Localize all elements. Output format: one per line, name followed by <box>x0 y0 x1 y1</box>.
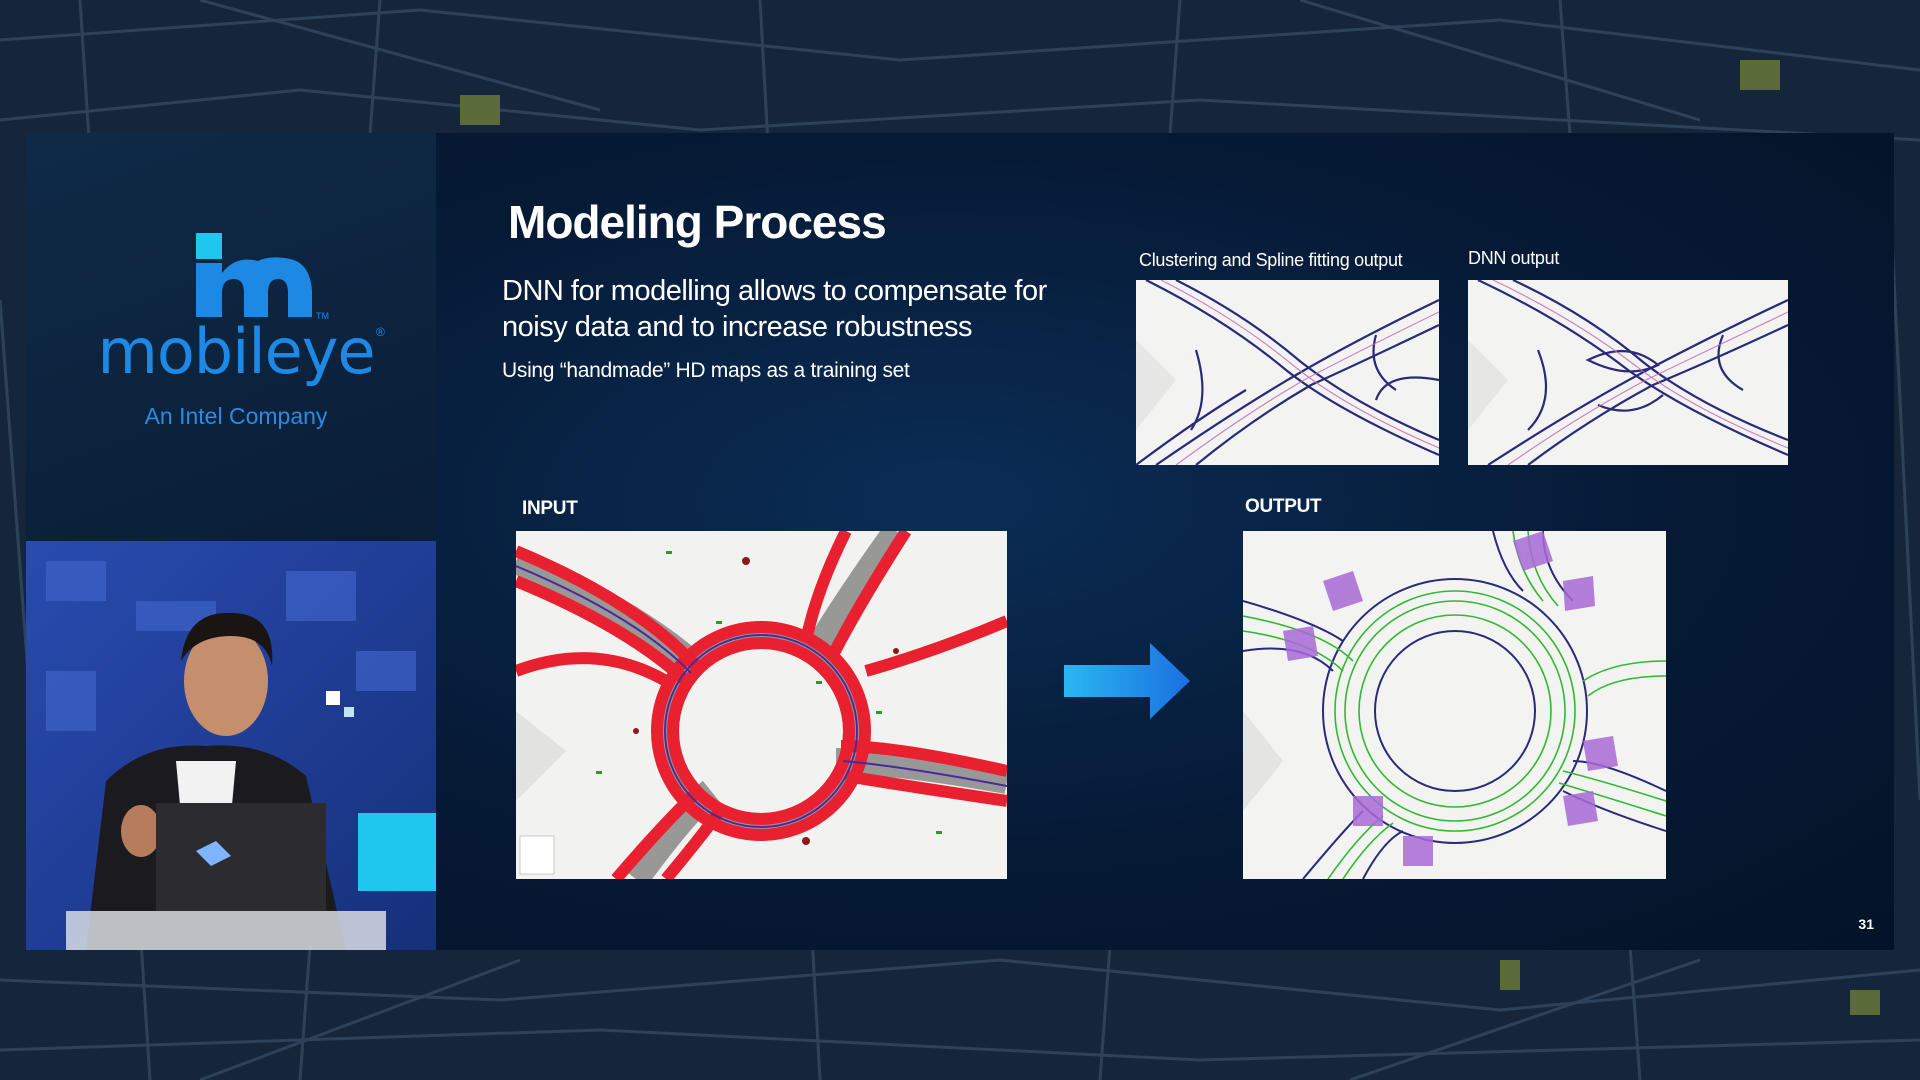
svg-text:TM: TM <box>316 311 329 321</box>
registered-mark: ® <box>376 325 385 339</box>
slide-note: Using “handmade” HD maps as a training s… <box>502 359 910 382</box>
video-accent-square <box>358 813 436 891</box>
output-lane-map <box>1243 531 1666 879</box>
brand-wordmark: mobileye <box>97 315 375 388</box>
input-label: INPUT <box>522 498 578 519</box>
input-sensor-map <box>516 531 1007 879</box>
dnn-output-map <box>1468 280 1788 465</box>
process-arrow-icon <box>1064 643 1190 719</box>
slide-subtitle: DNN for modelling allows to compensate f… <box>502 275 1047 343</box>
output-label: OUTPUT <box>1245 496 1322 517</box>
brand-panel: TM mobileye ® An Intel Company <box>26 133 436 541</box>
brand-tagline: An Intel Company <box>144 403 328 429</box>
dnn-output-label: DNN output <box>1468 248 1560 268</box>
presentation-slide: Modeling Process DNN for modelling allow… <box>436 133 1894 950</box>
slide-page-number: 31 <box>1858 916 1874 932</box>
mobileye-mark-icon: TM <box>196 233 329 321</box>
slide-title: Modeling Process <box>508 196 887 248</box>
clustering-spline-map <box>1136 280 1439 465</box>
mobileye-logo: TM mobileye ® An Intel Company <box>86 233 386 443</box>
clustering-output-label: Clustering and Spline fitting output <box>1139 250 1403 270</box>
